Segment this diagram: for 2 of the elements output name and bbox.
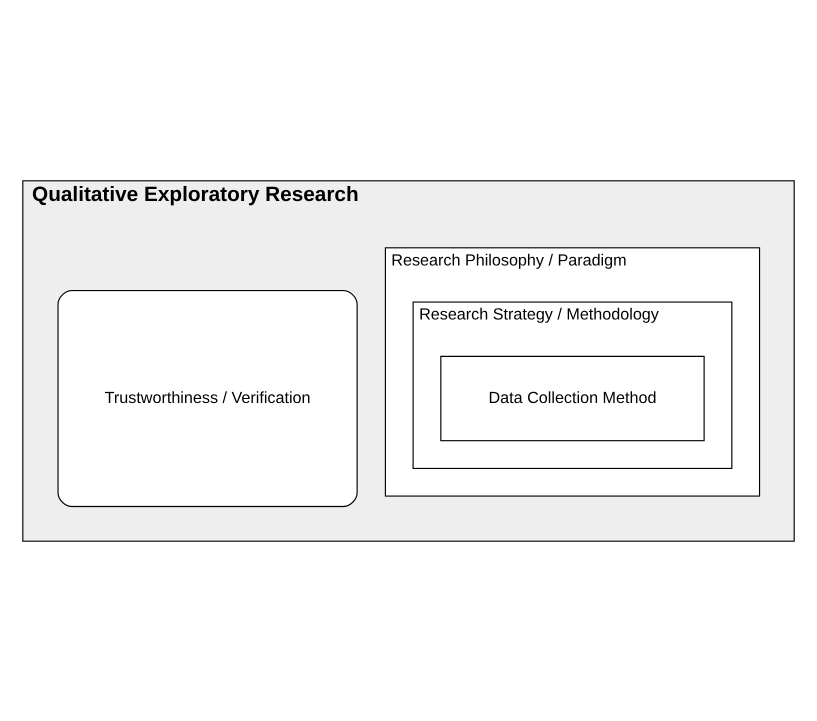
node-box: Data Collection Method [440,355,705,441]
node-box: Trustworthiness / Verification [57,289,358,507]
